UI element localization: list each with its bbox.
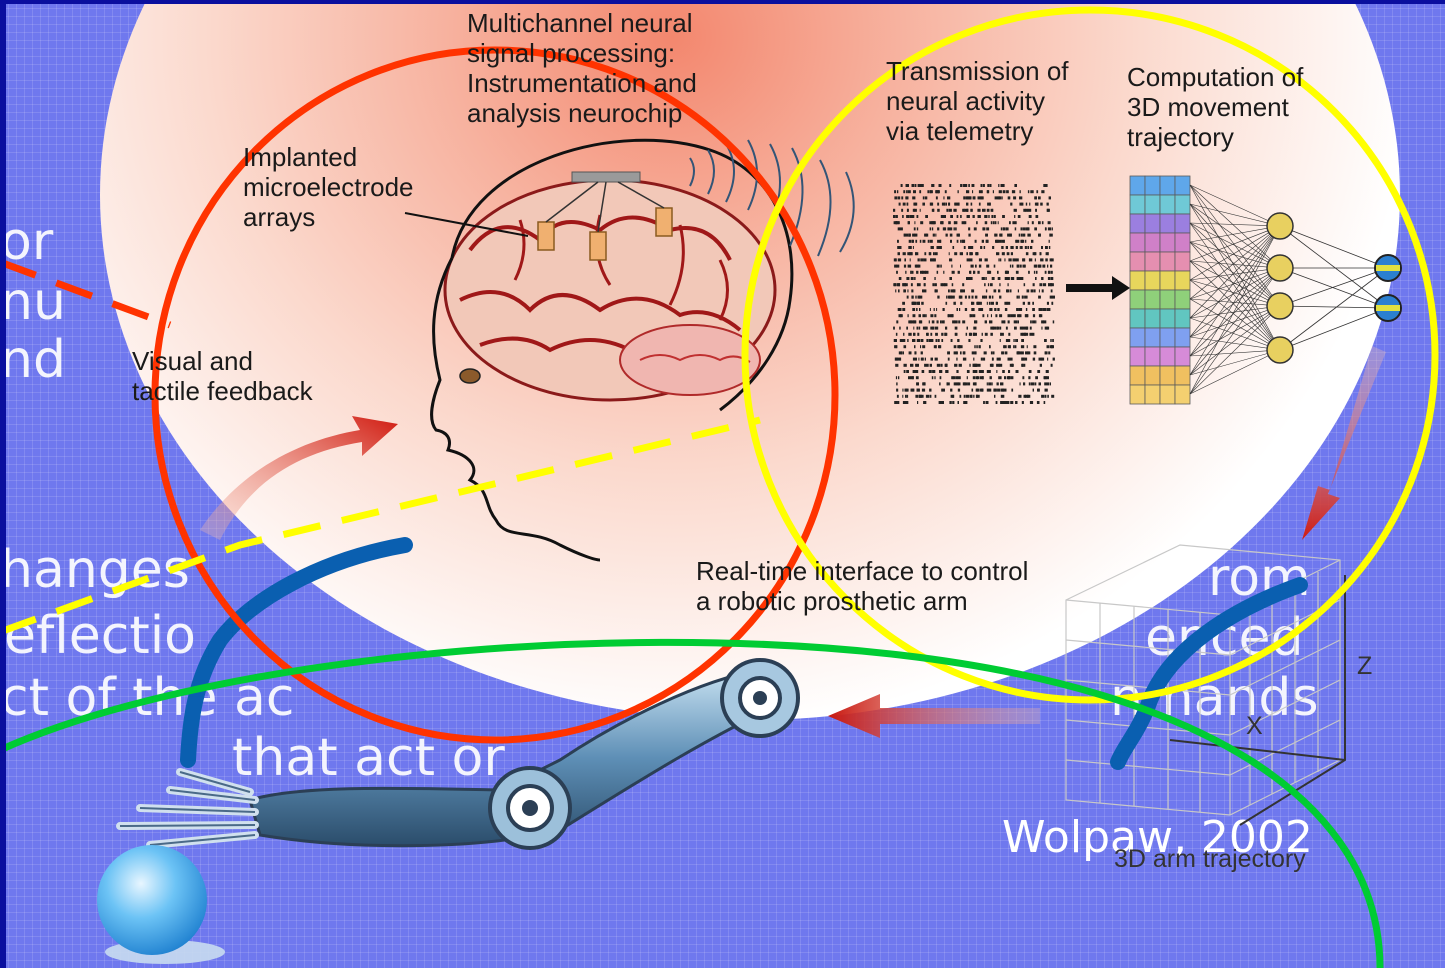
computation-arrow-icon: [1302, 346, 1386, 540]
label-multichannel: Multichannel neural signal processing: I…: [467, 8, 697, 128]
arrow-right-icon: [1066, 276, 1130, 300]
label-implanted: Implanted microelectrode arrays: [243, 142, 414, 232]
control-arrow-icon: [828, 694, 1040, 738]
slide-border-left: [0, 0, 6, 968]
slide-border-top: [0, 0, 1445, 4]
axis-label-z: Z: [1357, 652, 1372, 681]
feature-matrix: [1130, 176, 1190, 404]
brain-icon: [445, 180, 775, 400]
red-dashed-line: [0, 262, 170, 325]
label-visual-feedback: Visual and tactile feedback: [132, 346, 313, 406]
label-transmission: Transmission of neural activity via tele…: [886, 56, 1069, 146]
spike-raster-plot: [893, 184, 1055, 404]
yellow-dashed-line: [0, 420, 760, 632]
robotic-arm-icon: [120, 660, 798, 848]
label-computation: Computation of 3D movement trajectory: [1127, 62, 1303, 152]
label-realtime-interface: Real-time interface to control a robotic…: [696, 556, 1028, 616]
trajectory-curve-left: [188, 545, 405, 760]
feedback-arrow-icon: [200, 416, 398, 540]
eye-icon: [460, 369, 480, 383]
sphere-icon: [97, 845, 225, 964]
axis-label-x: X: [1246, 712, 1263, 741]
label-3d-arm-trajectory: 3D arm trajectory: [1114, 845, 1306, 874]
